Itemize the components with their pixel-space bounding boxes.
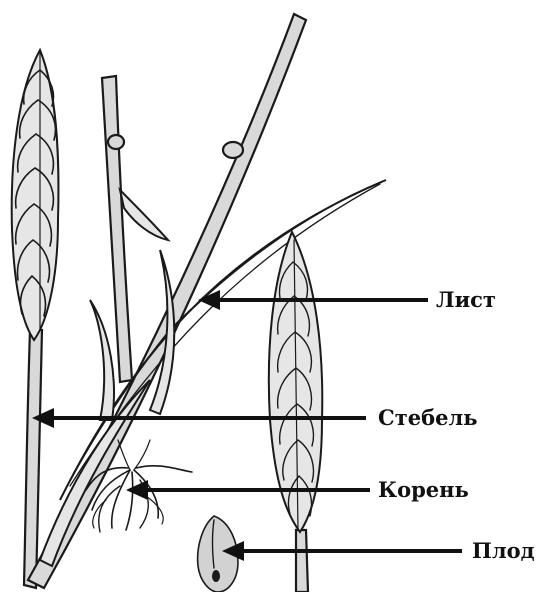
label-leaf: Лист <box>436 287 496 312</box>
label-fruit: Плод <box>472 538 535 563</box>
label-root: Корень <box>378 477 469 502</box>
right-wheat-ear <box>269 232 322 592</box>
left-wheat-ear <box>12 50 59 588</box>
label-stem: Стебель <box>378 405 478 430</box>
